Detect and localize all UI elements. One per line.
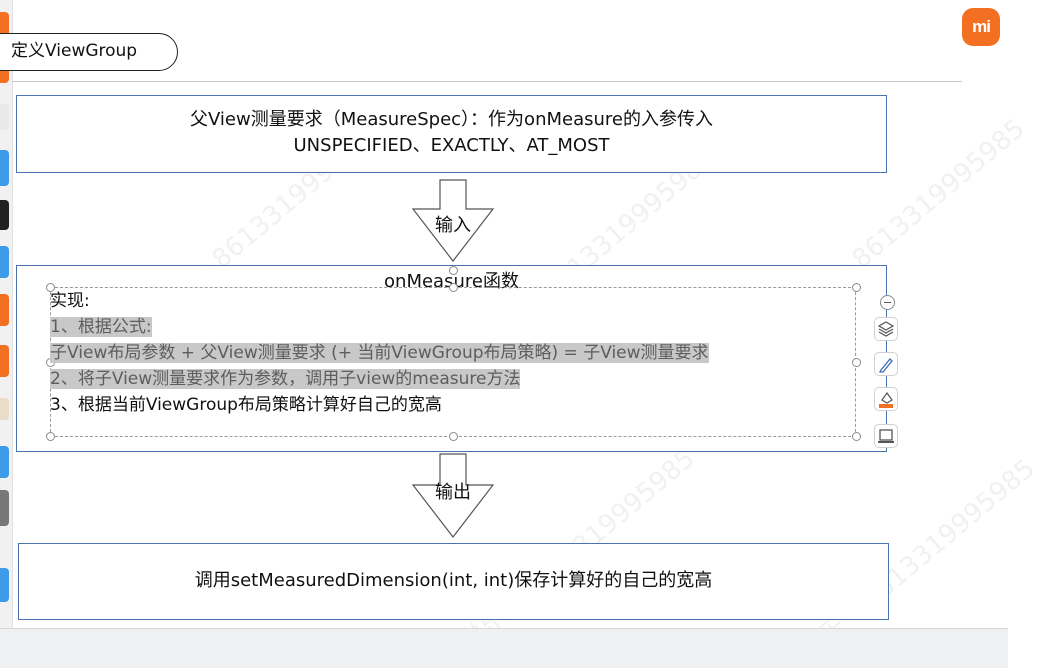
brand-logo: mi — [962, 8, 1000, 46]
resize-handle[interactable] — [852, 358, 861, 367]
resize-handle[interactable] — [449, 283, 458, 292]
dock-app-icon[interactable] — [0, 568, 9, 602]
header-divider — [12, 81, 962, 82]
resize-handle[interactable] — [852, 283, 861, 292]
minus-icon[interactable] — [880, 295, 895, 310]
app-dock — [0, 0, 13, 630]
output-box[interactable]: 调用setMeasuredDimension(int, int)保存计算好的自己… — [18, 543, 889, 620]
resize-handle[interactable] — [46, 432, 55, 441]
step-2: 2、将子View测量要求作为参数，调用子view的measure方法 — [50, 369, 521, 389]
dock-app-icon[interactable] — [0, 12, 9, 38]
step-heading: 实现: — [50, 291, 90, 311]
dock-app-icon[interactable] — [0, 104, 9, 130]
input-arrow[interactable]: 输入 — [411, 179, 495, 263]
layers-icon[interactable] — [874, 317, 898, 341]
resize-handle[interactable] — [449, 432, 458, 441]
dock-app-icon[interactable] — [0, 446, 9, 478]
pen-icon[interactable] — [874, 352, 898, 376]
step-1: 1、根据公式: — [50, 317, 152, 337]
step-3: 3、根据当前ViewGroup布局策略计算好自己的宽高 — [50, 395, 442, 415]
output-arrow-label: 输出 — [435, 482, 471, 503]
rotate-handle[interactable] — [449, 266, 458, 275]
down-arrow-icon — [411, 179, 495, 262]
dock-app-icon[interactable] — [0, 246, 9, 278]
input-spec-line-2: UNSPECIFIED、EXACTLY、AT_MOST — [293, 135, 610, 156]
step-1-formula: 子View布局参数 + 父View测量要求 (+ 当前ViewGroup布局策略… — [50, 343, 709, 363]
dock-app-icon[interactable] — [0, 150, 9, 186]
dock-app-icon[interactable] — [0, 398, 9, 420]
input-spec-line-1: 父View测量要求（MeasureSpec）：作为onMeasure的入参传入 — [190, 109, 713, 130]
display-icon[interactable] — [874, 424, 898, 448]
output-text: 调用setMeasuredDimension(int, int)保存计算好的自己… — [194, 570, 713, 591]
bottom-bar — [0, 628, 1008, 668]
onmeasure-title: onMeasure函数 — [384, 271, 519, 292]
resize-handle[interactable] — [852, 432, 861, 441]
fill-icon[interactable] — [874, 387, 898, 411]
onmeasure-steps[interactable]: 实现: 1、根据公式: 子View布局参数 + 父View测量要求 (+ 当前V… — [50, 288, 709, 418]
output-arrow[interactable]: 输出 — [411, 453, 495, 539]
dock-app-icon[interactable] — [0, 490, 9, 526]
input-arrow-label: 输入 — [435, 215, 471, 236]
page-title: 定义ViewGroup — [0, 33, 178, 71]
dock-app-icon[interactable] — [0, 345, 9, 377]
resize-handle[interactable] — [46, 283, 55, 292]
dock-app-icon[interactable] — [0, 200, 9, 230]
dock-app-icon[interactable] — [0, 294, 9, 326]
down-arrow-icon — [411, 453, 495, 538]
input-spec-box[interactable]: 父View测量要求（MeasureSpec）：作为onMeasure的入参传入 … — [16, 95, 887, 173]
